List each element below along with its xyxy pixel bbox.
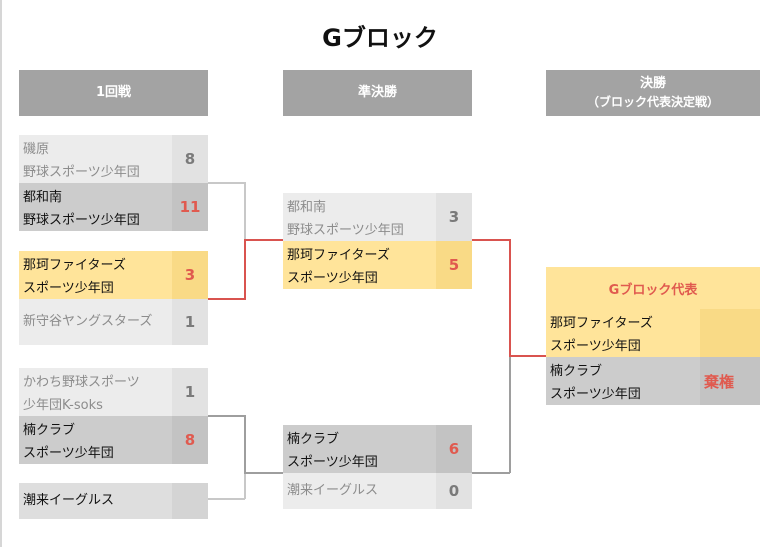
team-name: 潮来イーグルス (287, 483, 379, 498)
header-final-label: 決勝 (639, 76, 666, 91)
team-name: 楠クラブ スポーツ少年団 (550, 364, 641, 402)
bracket-line-winner (244, 239, 283, 241)
bracket-line (244, 472, 283, 474)
header-semifinal: 準決勝 (283, 70, 472, 116)
team-name: 潮来イーグルス (23, 493, 115, 508)
header-semifinal-label: 準決勝 (357, 85, 397, 100)
team-score (700, 309, 760, 357)
semi1-team-top: 都和南 野球スポーツ少年団 3 (283, 193, 472, 241)
header-round1: 1回戦 (19, 70, 208, 116)
round1-match1-team-top: 磯原 野球スポーツ少年団 8 (19, 135, 208, 183)
bracket-line-winner (472, 239, 510, 241)
team-name: 楠クラブ スポーツ少年団 (23, 423, 114, 461)
team-score (172, 483, 208, 519)
final-team-top: 那珂ファイターズ スポーツ少年団 (546, 309, 760, 357)
round1-match1-team-bottom: 都和南 野球スポーツ少年団 11 (19, 183, 208, 231)
team-score: 5 (436, 241, 472, 289)
team-name: 新守谷ヤングスターズ (23, 314, 153, 329)
team-name: 那珂ファイターズ スポーツ少年団 (550, 316, 653, 354)
bracket-line (208, 415, 245, 417)
semi2-team-top: 楠クラブ スポーツ少年団 6 (283, 425, 472, 473)
team-score: 3 (436, 193, 472, 241)
team-score: 8 (172, 135, 208, 183)
team-score: 3 (172, 251, 208, 299)
team-name: 都和南 野球スポーツ少年団 (23, 190, 140, 228)
header-final: 決勝 （ブロック代表決定戦） (546, 70, 760, 116)
round1-match2-team-top: 那珂ファイターズ スポーツ少年団 3 (19, 251, 208, 299)
bracket-line (244, 472, 246, 499)
team-score: 1 (172, 368, 208, 416)
bracket-line (244, 182, 246, 240)
bracket-line (472, 472, 510, 474)
round1-match3-team-bottom: 楠クラブ スポーツ少年団 8 (19, 416, 208, 464)
team-name: 都和南 野球スポーツ少年団 (287, 200, 404, 238)
team-name: かわち野球スポーツ 少年団K-soks (23, 375, 140, 413)
block-representative-label: Gブロック代表 (608, 282, 698, 298)
bracket-line-winner (509, 355, 546, 357)
team-name: 那珂ファイターズ スポーツ少年団 (23, 258, 126, 296)
semi2-team-bottom: 潮来イーグルス 0 (283, 473, 472, 509)
bracket-line (244, 415, 246, 473)
bracket-line-winner (208, 298, 245, 300)
team-score: 8 (172, 416, 208, 464)
team-score: 0 (436, 473, 472, 509)
semi1-team-bottom: 那珂ファイターズ スポーツ少年団 5 (283, 241, 472, 289)
team-name: 磯原 野球スポーツ少年団 (23, 142, 140, 180)
final-team-bottom: 楠クラブ スポーツ少年団 棄権 (546, 357, 760, 405)
bracket-line-winner (244, 240, 246, 300)
team-score: 6 (436, 425, 472, 473)
bracket-line (208, 182, 245, 184)
bracket-line (509, 356, 511, 473)
page-border (0, 0, 2, 547)
block-title: Gブロック (322, 24, 438, 52)
team-score: 1 (172, 299, 208, 345)
round1-match2-team-bottom: 新守谷ヤングスターズ 1 (19, 299, 208, 345)
header-round1-label: 1回戦 (95, 85, 132, 100)
team-name: 那珂ファイターズ スポーツ少年団 (287, 248, 390, 286)
bracket-line (208, 498, 245, 500)
block-representative-banner: Gブロック代表 (546, 267, 760, 309)
round1-match3-team-top: かわち野球スポーツ 少年団K-soks 1 (19, 368, 208, 416)
team-score: 11 (172, 183, 208, 231)
header-final-sublabel: （ブロック代表決定戦） (586, 95, 719, 109)
team-name: 楠クラブ スポーツ少年団 (287, 432, 378, 470)
team-forfeit-label: 棄権 (700, 357, 760, 405)
bracket-line-winner (509, 239, 511, 357)
round1-match4-team-bye: 潮来イーグルス (19, 483, 208, 519)
